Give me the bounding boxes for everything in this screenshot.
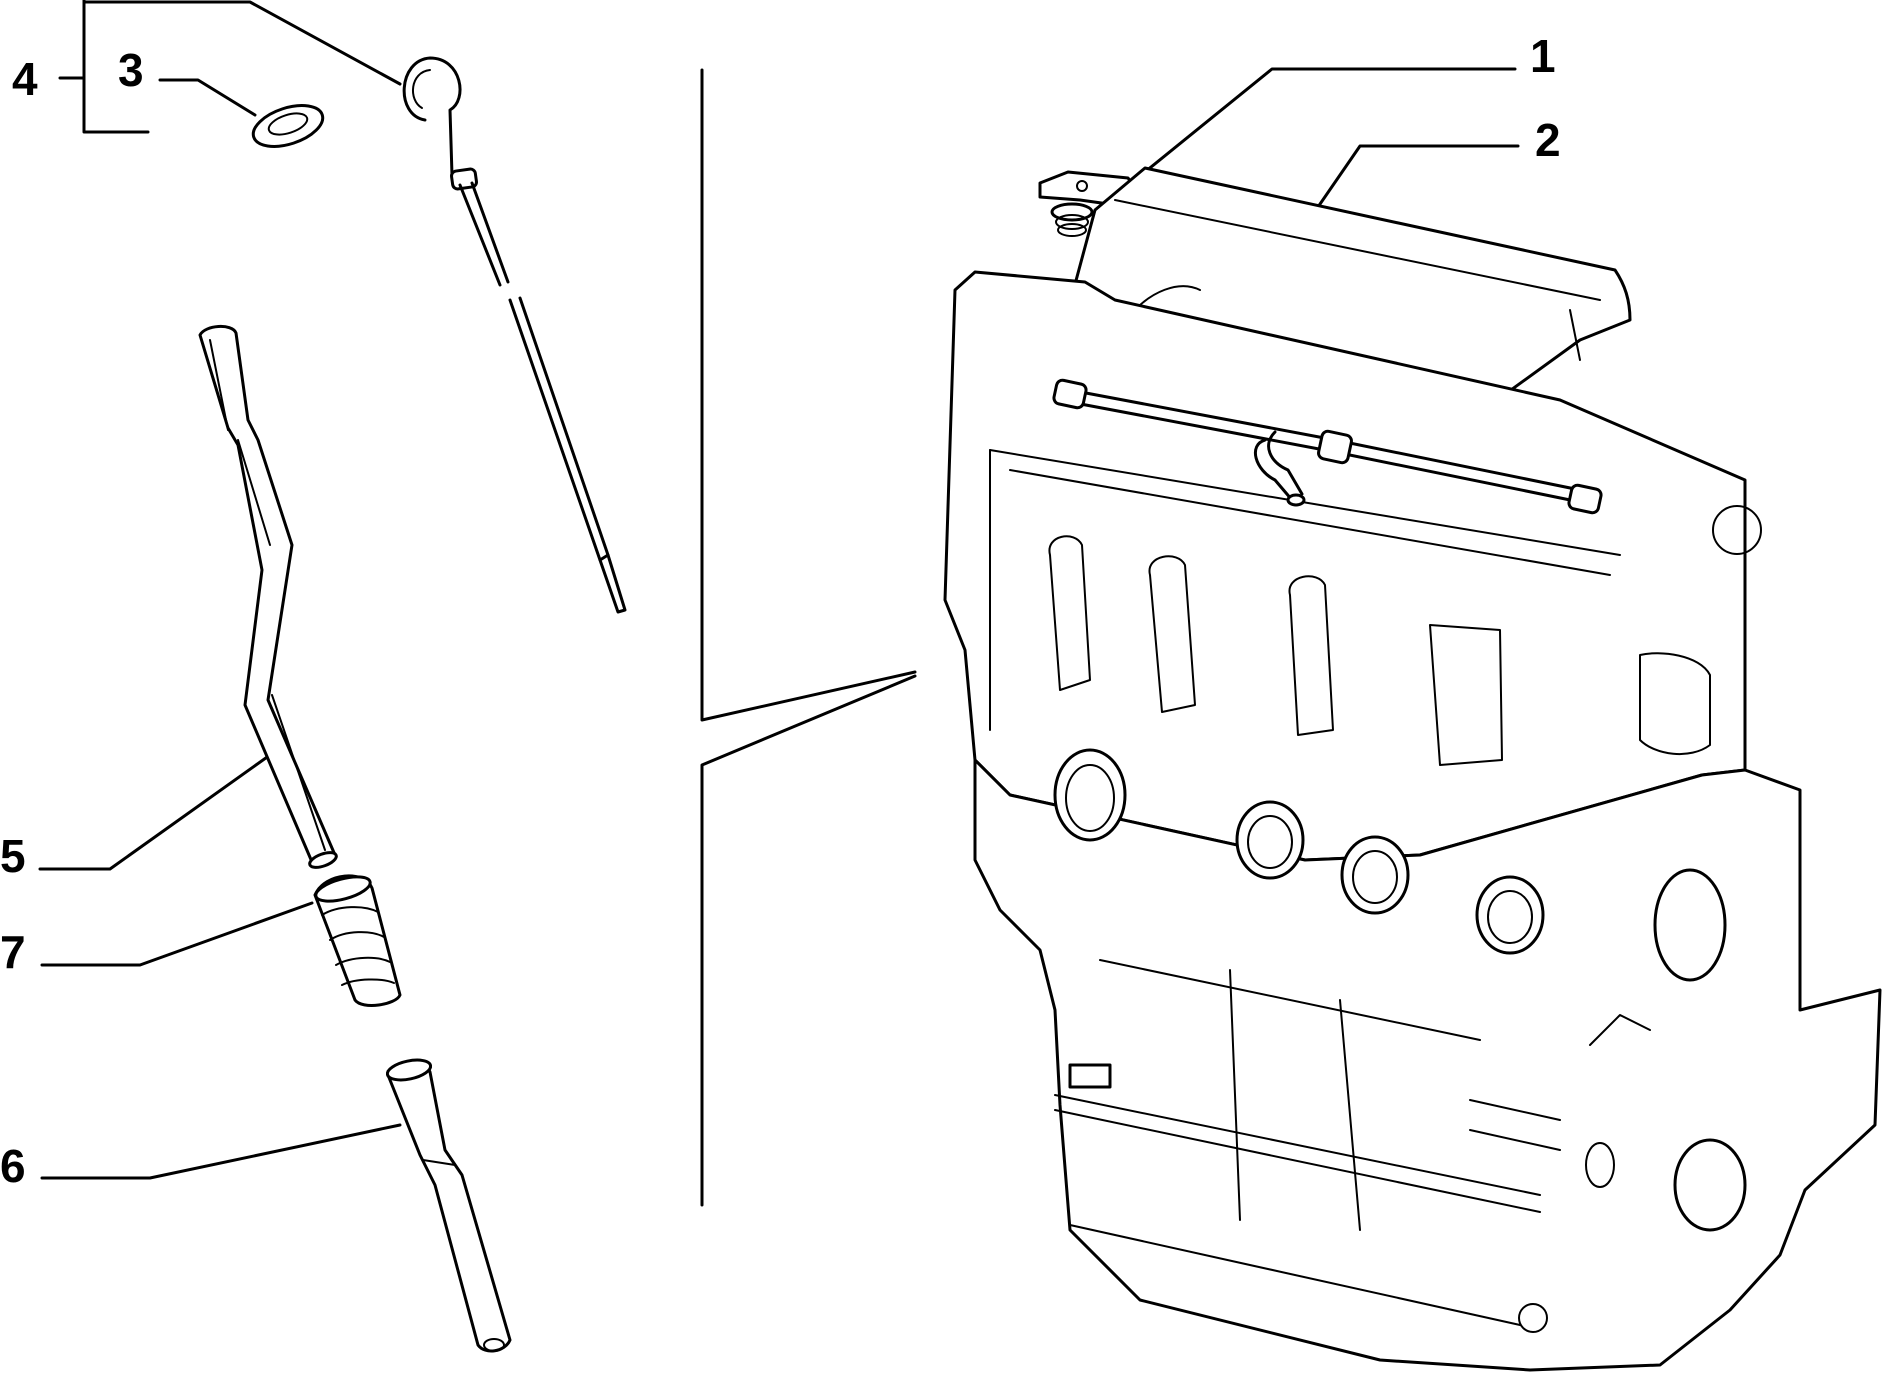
leader-lines <box>38 0 1520 1207</box>
engine-block <box>943 166 1882 1372</box>
seal-ring <box>251 104 325 148</box>
callout-4: 4 <box>12 53 38 105</box>
callout-2: 2 <box>1535 114 1561 166</box>
callout-3: 3 <box>118 44 144 96</box>
leader-7 <box>40 901 314 967</box>
rubber-grommet <box>313 874 402 1007</box>
oil-dipstick <box>402 56 627 614</box>
dipstick-guide-tube <box>198 325 338 869</box>
leader-6 <box>40 1123 402 1180</box>
callout-1: 1 <box>1530 30 1556 82</box>
bracket-4 <box>82 0 150 134</box>
callout-5: 5 <box>0 830 26 882</box>
leader-5 <box>38 753 272 871</box>
leader-4-dipstick <box>82 0 402 86</box>
callout-6: 6 <box>0 1140 26 1192</box>
leader-3 <box>158 78 257 117</box>
tube-end-fitting <box>385 1058 512 1353</box>
bracket-assembly-bottom <box>700 674 917 1207</box>
bracket-assembly-top <box>700 68 917 722</box>
breather-pipe <box>1052 378 1603 515</box>
callout-7: 7 <box>0 926 26 978</box>
leader-1 <box>1133 67 1517 182</box>
